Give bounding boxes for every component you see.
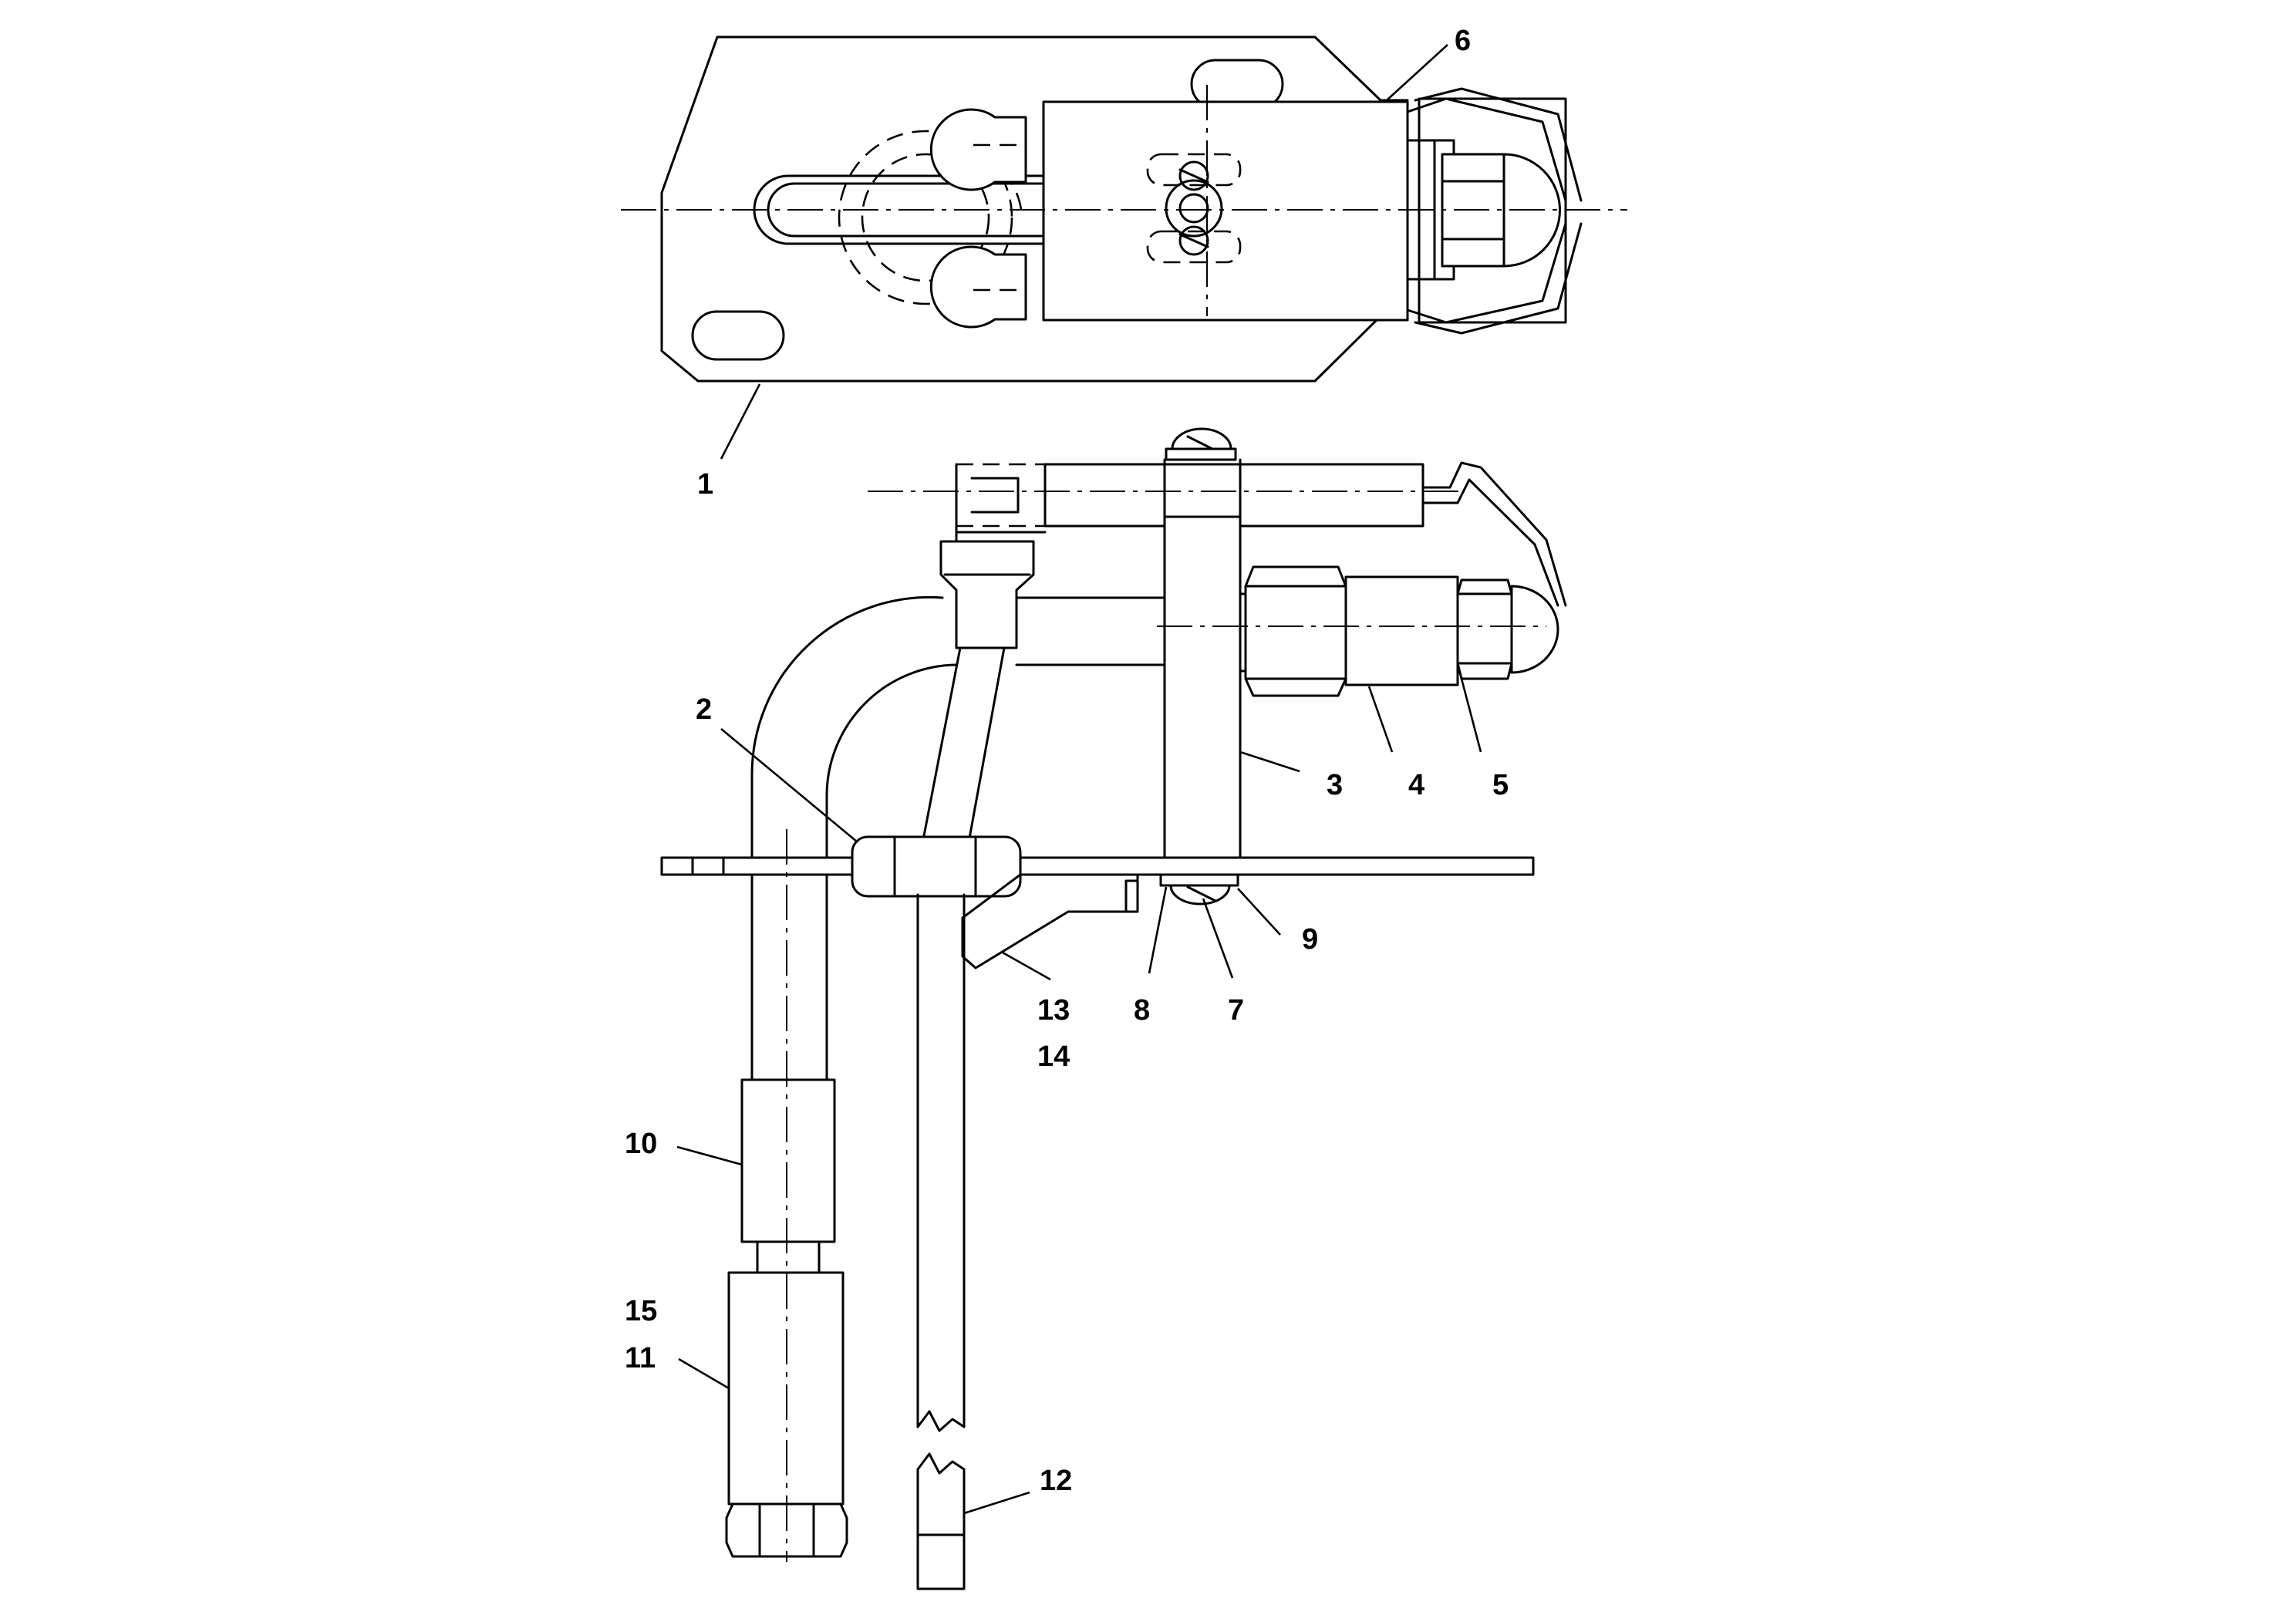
callout-12: 12 (1040, 1465, 1072, 1497)
leader-lines (676, 44, 1482, 1515)
ring-hidden (838, 130, 1013, 305)
callout-14: 14 (1037, 1040, 1070, 1073)
pilot-post (1163, 515, 1242, 865)
tube-horizontal (1015, 596, 1166, 666)
clamp-2 (851, 835, 1022, 898)
callout-6: 6 (1455, 25, 1471, 57)
rod-12 (916, 893, 966, 1428)
electrode-wire (1421, 461, 1567, 607)
hex-nut-4 (1244, 565, 1347, 697)
callout-1: 1 (697, 468, 713, 501)
break-lower (916, 1452, 966, 1475)
electrode-bracket-top (1406, 97, 1567, 324)
bracket-slot-bottom (691, 310, 785, 361)
washer-8 (1159, 873, 1239, 887)
nozzle (939, 540, 1035, 649)
tube-fitting-10 (740, 1078, 836, 1243)
callout-15: 15 (625, 1295, 657, 1327)
lobe-upper (929, 108, 1027, 191)
screw-7 (1169, 884, 1231, 905)
callout-7: 7 (1228, 994, 1244, 1027)
lobe-lower (929, 245, 1027, 329)
callout-13: 13 (1037, 994, 1070, 1027)
callout-8: 8 (1134, 994, 1150, 1027)
callouts: 1 6 2 3 4 5 9 7 8 13 14 10 15 11 12 (625, 25, 1509, 1497)
top-screw (1171, 427, 1232, 450)
top-view (660, 35, 1583, 383)
callout-10: 10 (625, 1128, 657, 1160)
fitting-4 (1344, 575, 1459, 686)
callout-3: 3 (1327, 769, 1343, 801)
callout-9: 9 (1302, 923, 1318, 956)
break-upper (916, 1410, 966, 1432)
cap-nut-5 (1510, 585, 1559, 674)
callout-11: 11 (625, 1342, 656, 1374)
callout-2: 2 (696, 693, 712, 726)
bracket-plate (660, 35, 1382, 383)
mounting-plate (660, 856, 1535, 876)
gas-tube (750, 595, 958, 1081)
callout-5: 5 (1492, 769, 1509, 801)
callout-4: 4 (1408, 769, 1424, 801)
side-view (660, 427, 1567, 1590)
diagonal-leg (916, 646, 1006, 869)
pilot-body-top (1042, 100, 1409, 322)
hex-nut-5 (1456, 578, 1513, 680)
